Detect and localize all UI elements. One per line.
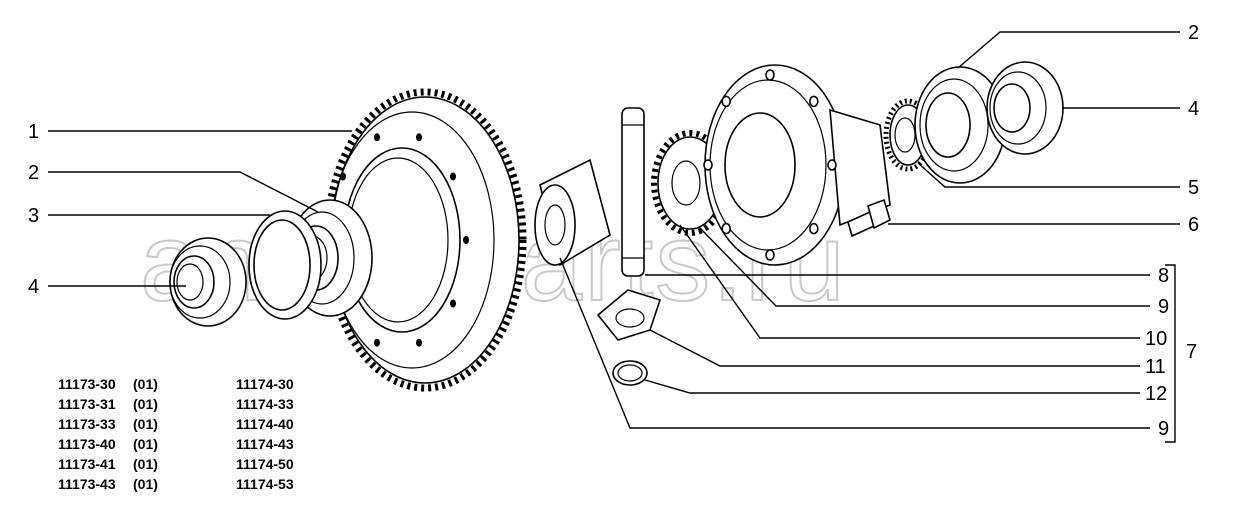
housing-bolt-hole (721, 95, 732, 108)
leader-line-c2b (957, 31, 1180, 69)
housing-bolt-hole (721, 222, 732, 235)
model-code: 11173-31 (58, 396, 116, 412)
variant-code: (01) (133, 376, 158, 392)
gear-bolt-hole (416, 133, 422, 142)
leader-line-c10 (679, 224, 1140, 339)
housing-bolt-hole (808, 222, 819, 235)
callout-label-c12: 12 (1145, 383, 1167, 405)
applicability-row: 11173-40 (01) 11174-43 (58, 434, 294, 454)
leader-line-c11 (649, 329, 1140, 367)
shim-ring (248, 210, 322, 320)
callout-label-c6: 6 (1188, 214, 1199, 236)
pinion-shaft (621, 107, 645, 277)
callout-label-c2a: 2 (28, 162, 39, 184)
leader-lines (48, 31, 1180, 429)
variant-code: (01) (133, 476, 158, 492)
callout-label-c4b: 4 (1188, 98, 1199, 120)
alt-model-code: 11174-53 (236, 476, 294, 492)
alt-model-code: 11174-40 (236, 416, 294, 432)
satellite-gear-bottom (596, 289, 662, 341)
callout-label-c9a: 9 (1158, 296, 1169, 318)
applicability-table: 11173-30 (01) 11174-30 11173-31 (01) 11174-3… (58, 374, 294, 494)
model-code: 11173-30 (58, 376, 116, 392)
applicability-row: 11173-41 (01) 11174-50 (58, 454, 294, 474)
leader-line-c5 (917, 162, 1180, 188)
model-code: 11173-41 (58, 456, 116, 472)
housing-bolt-hole (827, 159, 837, 171)
variant-code: (01) (133, 396, 158, 412)
callout-label-c2b: 2 (1188, 22, 1199, 44)
leader-line-c12 (644, 379, 1140, 394)
gear-bolt-hole (463, 236, 469, 244)
alt-model-code: 11174-33 (236, 396, 294, 412)
gear-bolt-hole (450, 299, 456, 308)
variant-code: (01) (133, 416, 158, 432)
right-bearing (914, 66, 1006, 184)
gear-bolt-hole (416, 338, 422, 347)
callout-label-c1: 1 (28, 121, 39, 143)
retaining-ring (612, 360, 648, 386)
housing-bolt-hole (765, 69, 775, 81)
gear-bolt-hole (450, 172, 456, 181)
variant-code: (01) (133, 456, 158, 472)
callout-label-c7: 7 (1186, 341, 1197, 363)
applicability-row: 11173-30 (01) 11174-30 (58, 374, 294, 394)
applicability-row: 11173-33 (01) 11174-40 (58, 414, 294, 434)
applicability-row: 11173-31 (01) 11174-33 (58, 394, 294, 414)
satellite-gear-left (534, 158, 611, 267)
callout-label-c5: 5 (1188, 177, 1199, 199)
gear-bolt-hole (374, 338, 380, 347)
leader-line-c9b (559, 257, 1150, 429)
leader-line-c9a (699, 227, 1150, 307)
differential-housing (703, 64, 891, 266)
housing-bolt (847, 198, 891, 238)
group-bracket (1165, 264, 1176, 443)
housing-bolt-hole (808, 95, 819, 108)
alt-model-code: 11174-50 (236, 456, 294, 472)
right-oil-seal (986, 61, 1064, 155)
applicability-row: 11173-43 (01) 11174-53 (58, 474, 294, 494)
callout-label-c4a: 4 (28, 276, 39, 298)
left-oil-seal (169, 237, 247, 327)
callout-label-c11: 11 (1145, 356, 1166, 378)
callout-label-c9b: 9 (1158, 418, 1169, 440)
model-code: 11173-43 (58, 476, 116, 492)
callout-label-c10: 10 (1145, 328, 1167, 350)
housing-bolt-hole (765, 249, 775, 261)
gear-bolt-hole (340, 172, 346, 181)
model-code: 11173-40 (58, 436, 116, 452)
alt-model-code: 11174-30 (236, 376, 294, 392)
variant-code: (01) (133, 436, 158, 452)
callout-label-c3: 3 (28, 205, 39, 227)
leader-line-c2a (48, 171, 319, 213)
housing-bolt-hole (703, 159, 713, 171)
gear-bolt-hole (374, 133, 380, 142)
callout-label-c8: 8 (1158, 265, 1169, 287)
alt-model-code: 11174-43 (236, 436, 294, 452)
model-code: 11173-33 (58, 416, 116, 432)
